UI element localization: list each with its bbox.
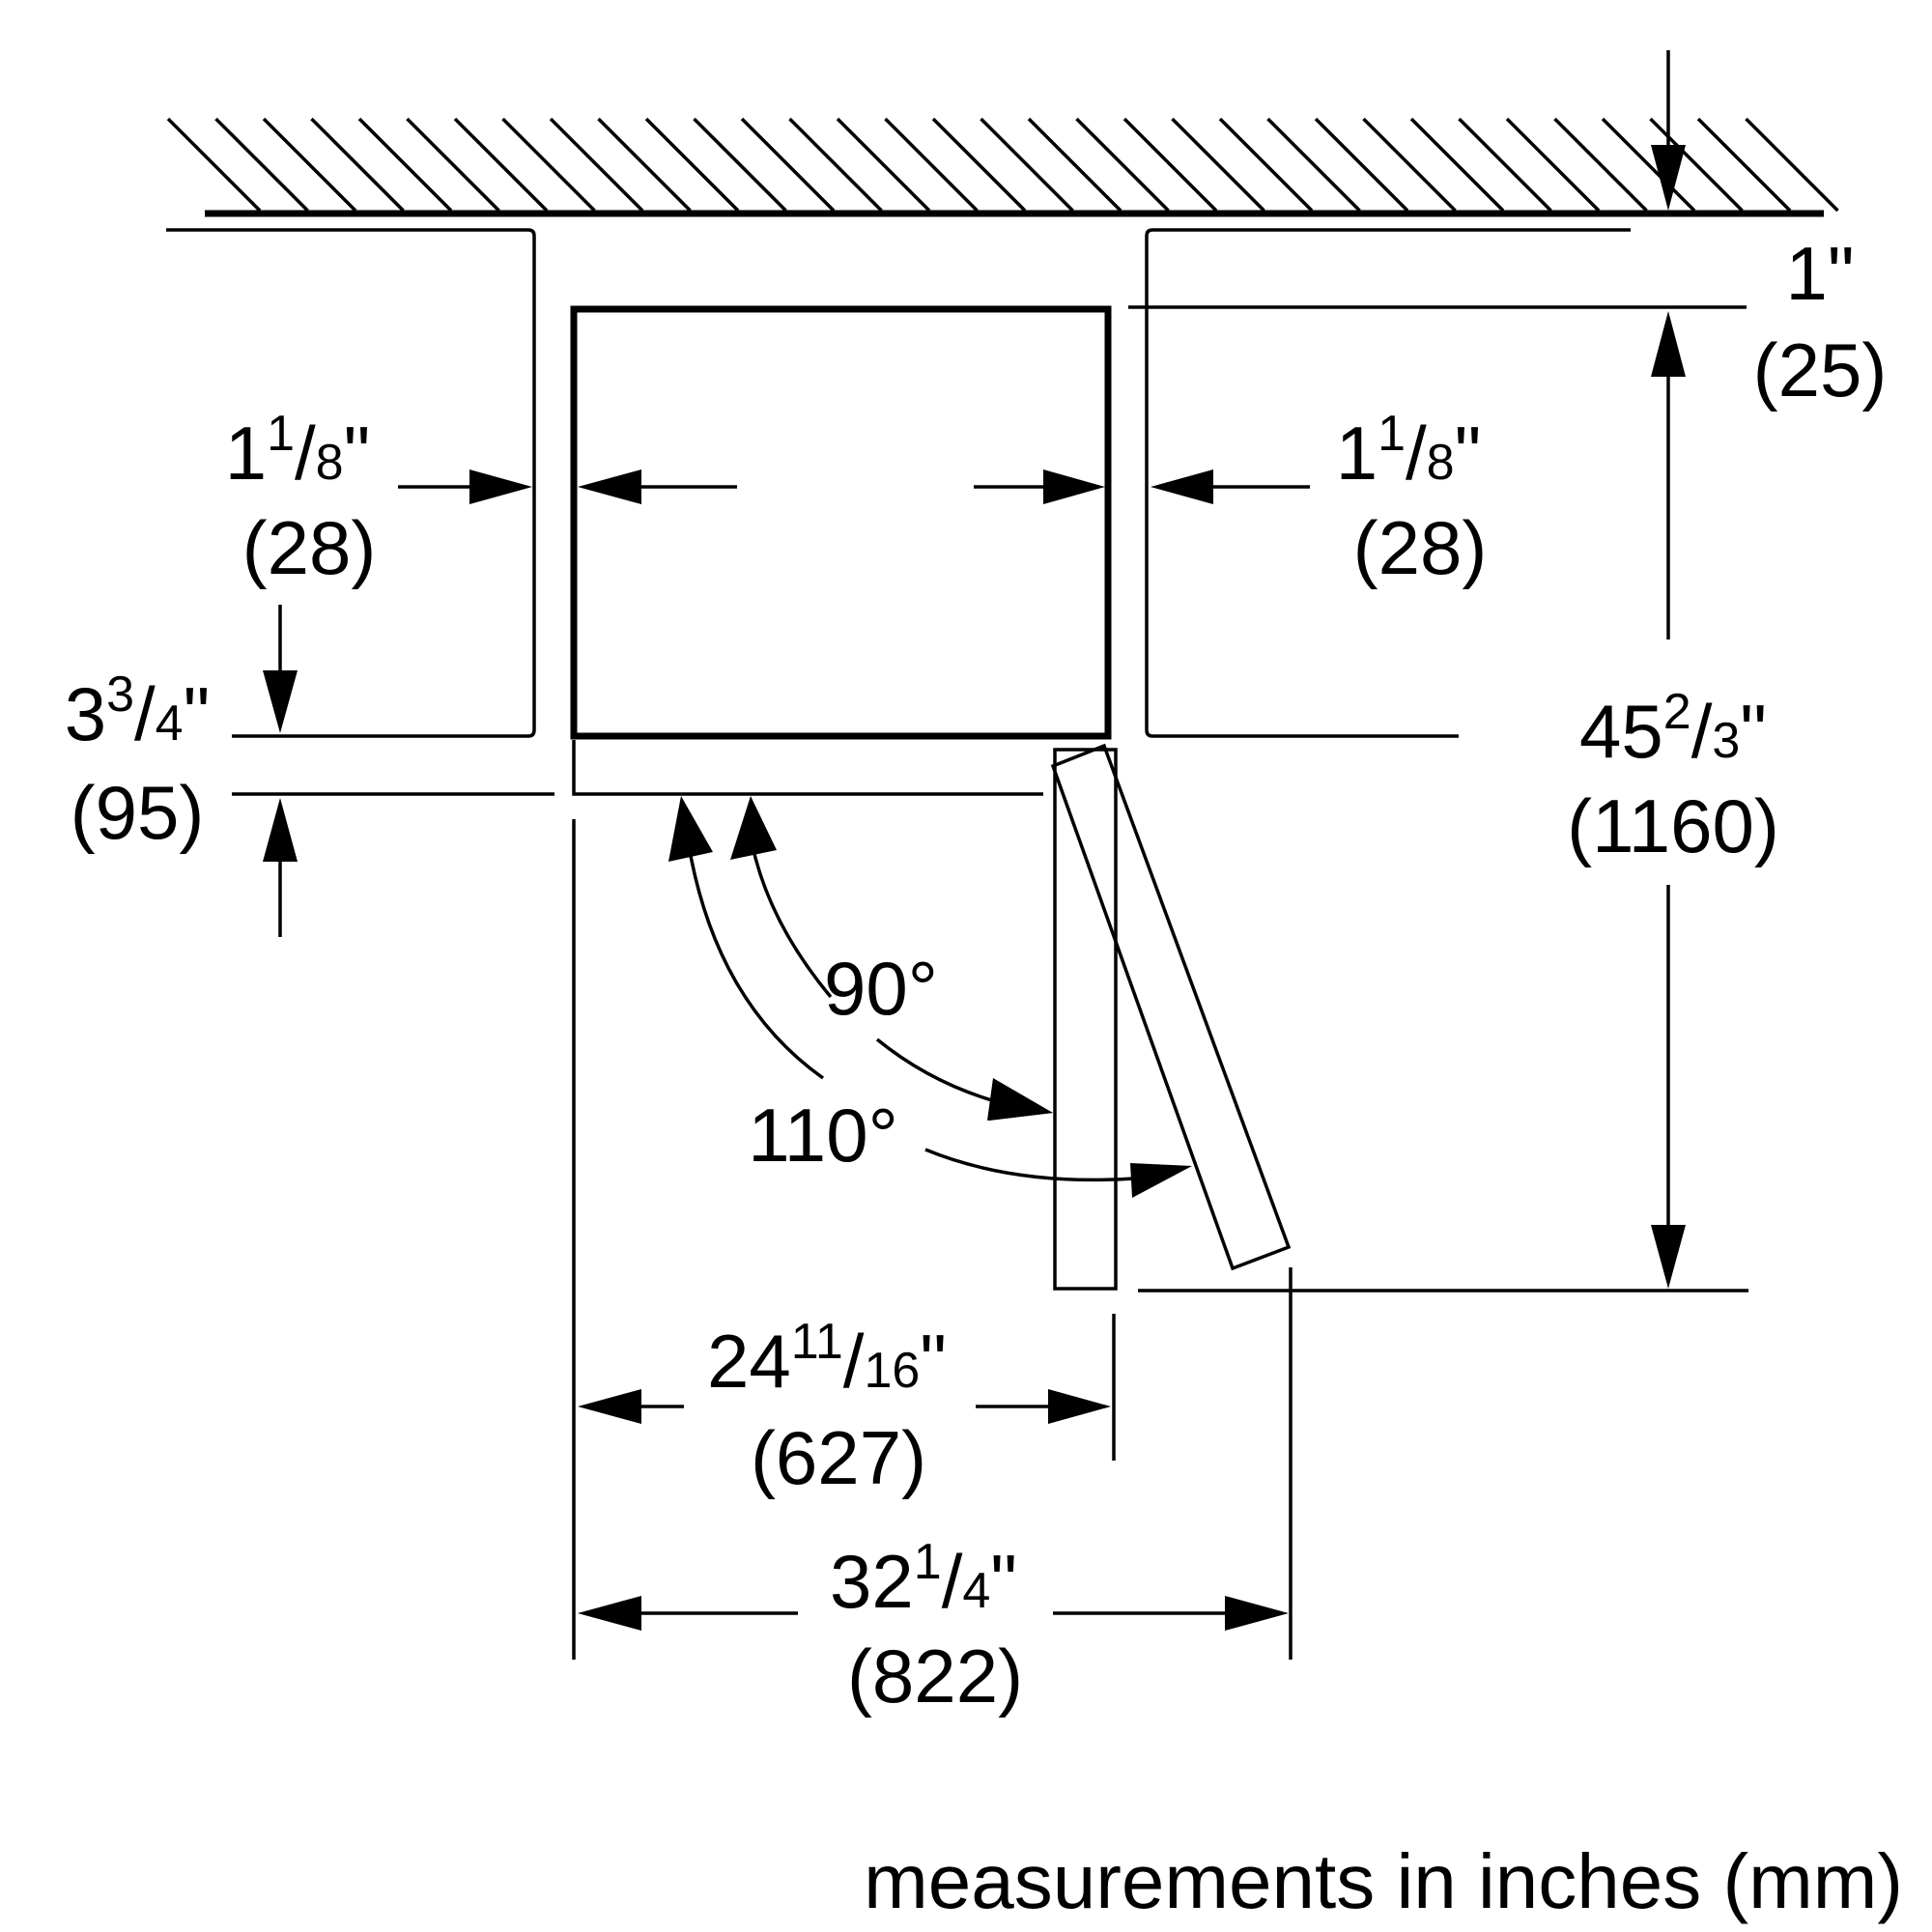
hatch-line — [1027, 117, 1122, 213]
hatch-line — [501, 117, 596, 213]
door-open-110 — [1050, 743, 1292, 1271]
hatch-line — [1601, 117, 1696, 213]
hatch-line — [980, 117, 1074, 213]
angle-110-label: 110° — [748, 1093, 898, 1178]
hatch-line — [1362, 117, 1457, 213]
overall-depth-mm: (1160) — [1567, 783, 1779, 868]
hatch-line — [1745, 117, 1839, 213]
hatch-line — [1171, 117, 1265, 213]
door-open-90 — [1053, 748, 1118, 1291]
width-110-mm: (822) — [847, 1634, 1023, 1719]
right-gap-mm: (28) — [1353, 505, 1488, 590]
hatch-line — [1696, 117, 1792, 213]
top-clearance-inch: 1" — [1785, 231, 1854, 316]
right-cabinet — [1145, 228, 1631, 738]
extension-lines — [232, 305, 1748, 1660]
angle-90-label: 90° — [824, 946, 938, 1031]
hatch-line — [644, 117, 740, 213]
hatch-line — [740, 117, 836, 213]
hatch-line — [453, 117, 549, 213]
width-90-mm: (627) — [751, 1415, 926, 1500]
dimension-lines — [263, 50, 1686, 1631]
hatch-line — [166, 117, 262, 213]
hatch-line — [1649, 117, 1744, 213]
hatch-line — [1458, 117, 1552, 213]
overall-depth-inch: 452/3" — [1579, 684, 1767, 774]
wall-hatching — [166, 117, 1839, 213]
width-90-inch: 2411/16" — [707, 1314, 947, 1404]
hatch-line — [1218, 117, 1314, 213]
hatch-line — [1505, 117, 1601, 213]
top-clearance-mm: (25) — [1753, 327, 1888, 412]
hatch-line — [788, 117, 883, 213]
left-gap-inch: 11/8" — [225, 406, 371, 496]
appliance-door-front — [572, 740, 1043, 796]
hatch-line — [884, 117, 979, 213]
front-offset-mm: (95) — [71, 770, 205, 855]
left-cabinet — [166, 228, 536, 738]
wall — [166, 117, 1839, 217]
width-110-inch: 321/4" — [830, 1534, 1017, 1624]
hatch-line — [1122, 117, 1218, 213]
hatch-line — [1075, 117, 1170, 213]
hatch-line — [549, 117, 644, 213]
left-gap-mm: (28) — [242, 505, 377, 590]
hatch-line — [597, 117, 692, 213]
right-gap-inch: 11/8" — [1336, 406, 1482, 496]
hatch-line — [406, 117, 500, 213]
appliance-body — [570, 305, 1112, 740]
hatch-line — [836, 117, 931, 213]
front-offset-inch: 33/4" — [65, 667, 211, 756]
hatch-line — [357, 117, 453, 213]
hatch-line — [1553, 117, 1648, 213]
swing-arcs — [668, 796, 1192, 1198]
hatch-line — [310, 117, 405, 213]
hatch-line — [214, 117, 309, 213]
hatch-line — [1266, 117, 1361, 213]
dimension-labels: 1" (25) 11/8" (28) 11/8" (28) 33/4" (95)… — [65, 231, 1888, 1719]
appliance — [570, 305, 1292, 1291]
hatch-line — [931, 117, 1027, 213]
hatch-line — [1409, 117, 1505, 213]
hatch-line — [1314, 117, 1409, 213]
hatch-line — [693, 117, 787, 213]
units-caption: measurements in inches (mm) — [864, 1838, 1903, 1924]
hatch-line — [262, 117, 357, 213]
